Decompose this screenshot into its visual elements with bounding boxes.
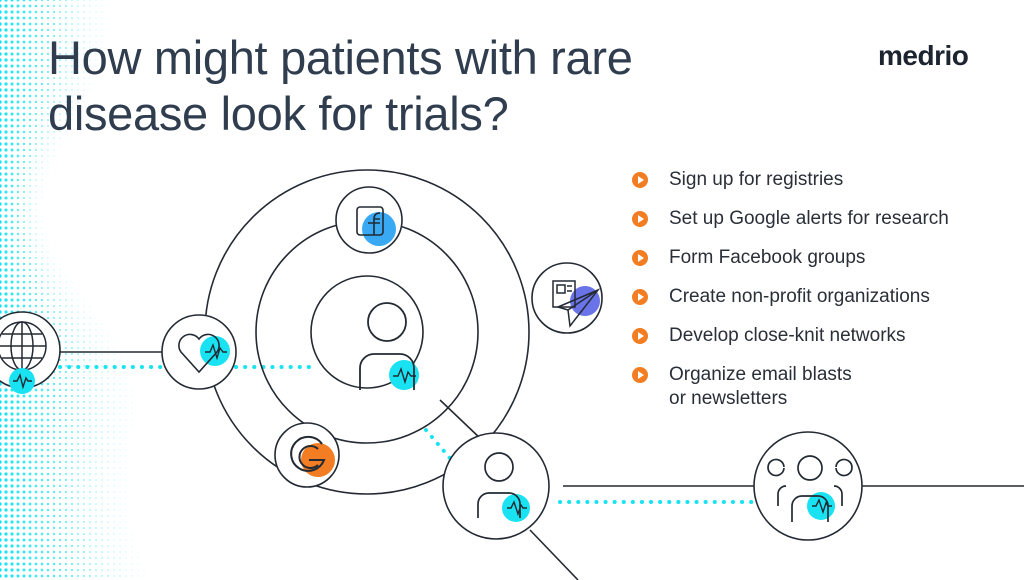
tips-list: Sign up for registries Set up Google ale… (632, 168, 949, 411)
list-item: Form Facebook groups (632, 246, 949, 270)
facebook-node (335, 186, 403, 254)
list-item: Sign up for registries (632, 168, 949, 192)
person-icon (477, 452, 521, 518)
facebook-icon (356, 206, 384, 236)
play-bullet-icon (632, 211, 648, 227)
list-item-text: Set up Google alerts for research (669, 208, 949, 229)
google-icon (290, 435, 326, 472)
medrio-logo: medrio (878, 40, 969, 71)
document-node (531, 262, 603, 334)
play-bullet-icon (632, 289, 648, 305)
play-bullet-icon (632, 328, 648, 344)
list-item: Organize email blasts or newsletters (632, 363, 949, 411)
pulse-icon (507, 500, 527, 517)
list-item: Set up Google alerts for research (632, 207, 949, 231)
list-item-text: or newsletters (669, 388, 788, 409)
pulse-icon (812, 498, 832, 515)
pulse-icon (205, 342, 227, 361)
page-title: How might patients with rare disease loo… (48, 30, 808, 142)
list-item: Create non-profit organizations (632, 285, 949, 309)
globe-node (0, 311, 61, 394)
heart-node (161, 314, 237, 390)
center-patient-node (359, 302, 419, 390)
title-line: How might patients with rare (48, 31, 633, 84)
patient-node (442, 432, 550, 540)
paper-plane-document-icon (552, 280, 601, 328)
list-item-text: Sign up for registries (669, 169, 844, 190)
play-bullet-icon (632, 172, 648, 188)
play-bullet-icon (632, 250, 648, 266)
google-node (274, 422, 340, 488)
list-item-text: Organize email blasts (669, 364, 852, 385)
group-node (753, 431, 863, 541)
list-item-text: Create non-profit organizations (669, 286, 930, 307)
title-line: disease look for trials? (48, 87, 509, 140)
pulse-icon (393, 366, 416, 385)
list-item-text: Form Facebook groups (669, 247, 866, 268)
list-item-text: Develop close-knit networks (669, 325, 906, 346)
heart-pulse-icon (178, 333, 220, 374)
pulse-badge (389, 360, 419, 390)
group-icon (767, 455, 853, 522)
person-icon (359, 302, 415, 390)
play-bullet-icon (632, 367, 648, 383)
list-item: Develop close-knit networks (632, 324, 949, 348)
pulse-icon (13, 372, 32, 390)
